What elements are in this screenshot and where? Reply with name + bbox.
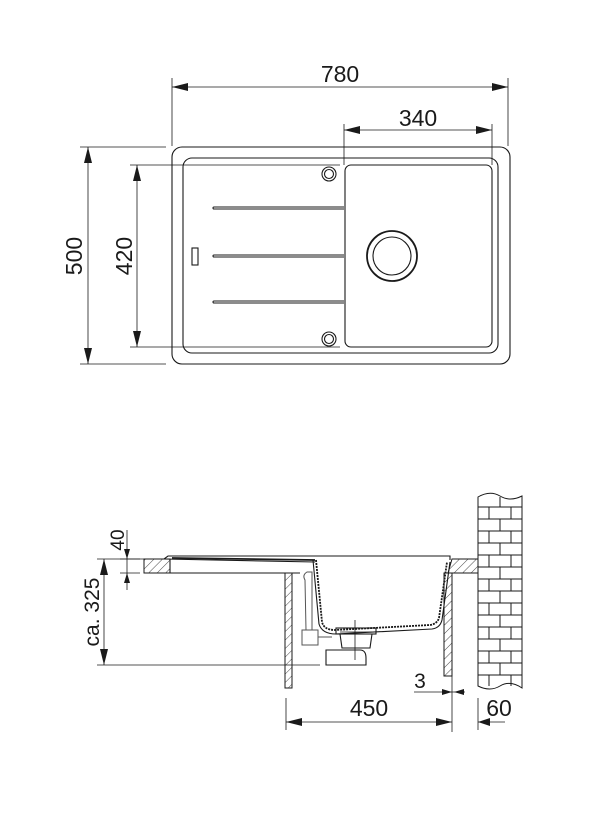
dimension-wall-offset: 60 bbox=[477, 695, 512, 730]
waste-fitting bbox=[325, 620, 377, 666]
sink-drainer-profile bbox=[163, 555, 320, 563]
dimension-overall-depth: 500 bbox=[61, 146, 166, 365]
drainer-grooves bbox=[212, 206, 344, 304]
dim-500-label: 500 bbox=[61, 237, 87, 275]
dim-40-label: 40 bbox=[108, 529, 129, 550]
dim-3-label: 3 bbox=[414, 670, 426, 693]
dimension-overall-width: 780 bbox=[171, 61, 509, 146]
sink-outer-edge bbox=[171, 146, 511, 365]
dim-340-label: 340 bbox=[399, 105, 437, 131]
section-view: 40 ca. 325 bbox=[81, 492, 523, 732]
cabinet-wall-right bbox=[443, 572, 453, 677]
bowl-outline bbox=[344, 164, 493, 348]
dimension-inner-depth: 420 bbox=[111, 164, 340, 348]
dim-780-label: 780 bbox=[321, 61, 359, 87]
dim-450-label: 450 bbox=[350, 695, 388, 721]
dimension-wall-gap: 3 bbox=[414, 670, 465, 698]
sink-inner-edge bbox=[182, 157, 499, 354]
overflow-pipe bbox=[303, 571, 313, 631]
brick-wall bbox=[477, 492, 523, 690]
dimension-cabinet-width: 450 bbox=[285, 695, 453, 732]
dim-325-label: ca. 325 bbox=[81, 578, 104, 647]
dim-60-label: 60 bbox=[486, 695, 512, 721]
tap-hole-top-icon bbox=[321, 166, 337, 182]
countertop-right-section bbox=[447, 558, 479, 574]
dimension-rim-thickness: 40 bbox=[108, 529, 140, 590]
dimension-installation-depth: ca. 325 bbox=[81, 558, 320, 666]
dimension-bowl-width: 340 bbox=[343, 105, 493, 165]
countertop-left-section bbox=[143, 558, 171, 574]
waste-outlet-icon bbox=[366, 230, 418, 282]
plan-view: 780 340 500 420 bbox=[61, 61, 511, 365]
tap-hole-bottom-icon bbox=[321, 331, 337, 347]
overflow-slot-icon bbox=[191, 247, 199, 266]
dim-420-label: 420 bbox=[111, 237, 137, 275]
bowl-section bbox=[312, 555, 451, 635]
cabinet-wall-left bbox=[284, 572, 293, 689]
